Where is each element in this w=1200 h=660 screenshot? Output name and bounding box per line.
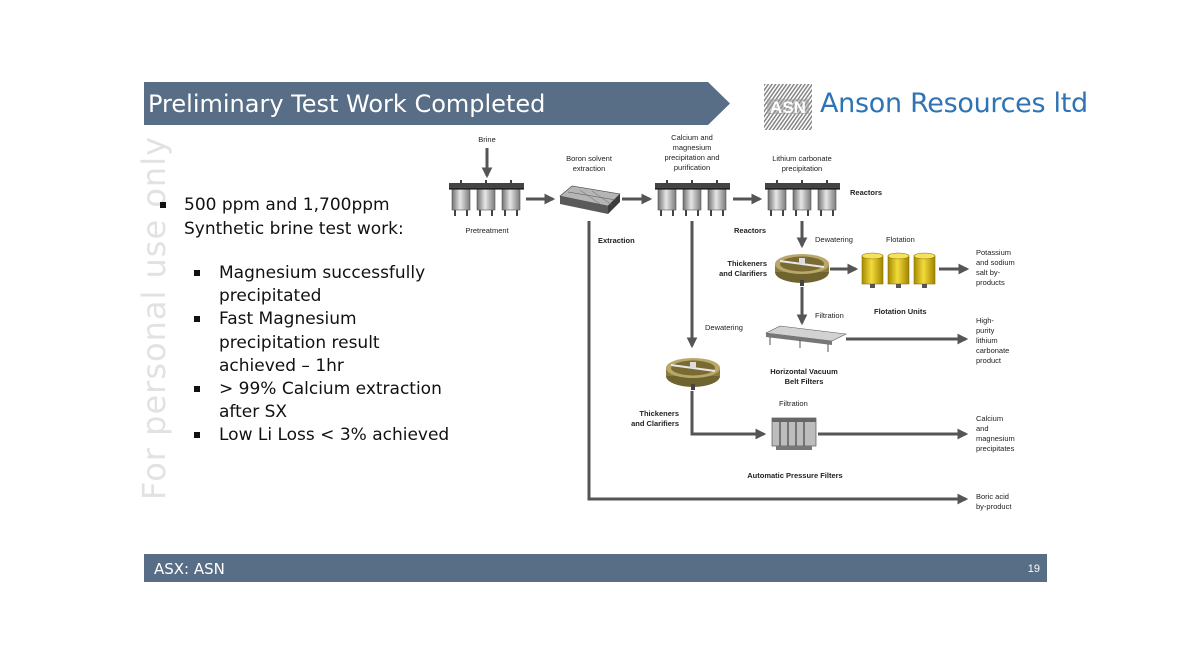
filtration-bottom-label: Filtration [779,399,808,408]
brine-label: Brine [478,135,496,144]
thickeners-top-label: Thickeners [727,259,767,268]
process-flow-diagram: Brine Pretreatment Boron solvent extract… [448,133,1015,511]
pretreatment-reactors [448,179,525,217]
belt-filter-unit [764,325,848,352]
camg-label: precipitation and [664,153,719,162]
camg-label: magnesium [673,143,712,152]
high-purity-label: High- [976,316,994,325]
flotation-label: Flotation [886,235,915,244]
sub-point-list: Magnesium successfully precipitated Fast… [190,262,450,448]
logo-mark-text: ASN [770,98,806,117]
footer-bar: ASX: ASN 19 [144,554,1047,582]
title-banner: Preliminary Test Work Completed [144,82,730,125]
page-number: 19 [1027,563,1040,575]
dewatering-top-label: Dewatering [815,235,853,244]
flotation-units-label: Flotation Units [874,307,927,316]
bullet-marker [194,386,200,393]
high-purity-label: product [976,356,1002,365]
thickeners-top-label: and Clarifiers [719,269,767,278]
asn-logo-mark: ASN [764,84,812,130]
company-logo: ASN Anson Resources ltd [764,82,1088,132]
belt-filters-label: Belt Filters [785,377,824,386]
high-purity-label: carbonate [976,346,1009,355]
sub-point-line: achieved – 1hr [219,355,344,376]
boric-acid-label: Boric acid [976,492,1009,501]
belt-filters-label: Horizontal Vacuum [770,367,838,376]
sub-point: Magnesium successfully precipitated [190,262,450,308]
pretreatment-label: Pretreatment [465,226,509,235]
reactors-mid-label: Reactors [734,226,766,235]
sub-point-line: > 99% Calcium extraction [219,379,442,400]
pressure-filters-label: Automatic Pressure Filters [747,471,842,480]
thickener-to-pressure-arrow [690,391,767,440]
sub-point: Fast Magnesium precipitation result achi… [190,308,450,378]
main-bullet-marker [160,202,166,208]
boron-label: Boron solvent [566,154,613,163]
sub-point-line: after SX [219,402,288,423]
sub-point: > 99% Calcium extraction after SX [190,378,450,424]
boron-extraction-unit [559,185,621,214]
thickeners-bottom-label: and Clarifiers [631,419,679,428]
calcium-precip-label: and [976,424,989,433]
watermark: For personal use only [135,135,173,500]
potassium-label: products [976,278,1005,287]
boron-to-boric-arrow [587,221,969,505]
extraction-label: Extraction [598,236,635,245]
main-point-line: 500 ppm and 1,700ppm [184,195,390,215]
thickener-top [774,253,830,287]
pressure-filter-unit [771,417,817,450]
reactors-right-label: Reactors [850,188,882,197]
high-purity-label: purity [976,326,995,335]
thickener-bottom [665,357,721,391]
sub-point-line: precipitated [219,286,322,307]
flotation-cell [861,252,884,289]
slide-title: Preliminary Test Work Completed [148,90,546,118]
li2co3-label: precipitation [782,164,822,173]
footer-ticker: ASX: ASN [154,560,225,578]
dewatering-mid-label: Dewatering [705,323,743,332]
calcium-precip-label: Calcium [976,414,1003,423]
calcium-precip-label: magnesium [976,434,1015,443]
sub-point-line: Low Li Loss < 3% achieved [219,425,450,446]
potassium-label: salt by- [976,268,1001,277]
high-purity-label: lithium [976,336,998,345]
sub-point: Low Li Loss < 3% achieved [190,424,450,447]
boron-label: extraction [573,164,606,173]
filtration-top-label: Filtration [815,311,844,320]
li2co3-reactors [764,179,841,217]
potassium-label: Potassium [976,248,1011,257]
title-banner-shape [144,82,730,125]
flotation-cell [887,252,910,289]
sub-point-line: precipitation result [219,332,380,353]
calcium-precip-label: precipitates [976,444,1015,453]
potassium-label: and sodium [976,258,1015,267]
camg-label: Calcium and [671,133,713,142]
thickeners-bottom-label: Thickeners [639,409,679,418]
camg-reactors [654,179,731,217]
sub-point-line: Magnesium successfully [219,263,426,283]
boric-acid-label: by-product [976,502,1012,511]
main-point: 500 ppm and 1,700ppm Synthetic brine tes… [184,193,424,241]
bullet-marker [194,432,200,439]
camg-label: purification [674,163,710,172]
company-name: Anson Resources ltd [820,88,1088,119]
bullet-marker [194,316,200,323]
li2co3-label: Lithium carbonate [772,154,832,163]
main-point-line: Synthetic brine test work: [184,219,404,239]
sub-point-line: Fast Magnesium [219,309,357,330]
flotation-cell [913,252,936,289]
bullet-marker [194,270,200,276]
